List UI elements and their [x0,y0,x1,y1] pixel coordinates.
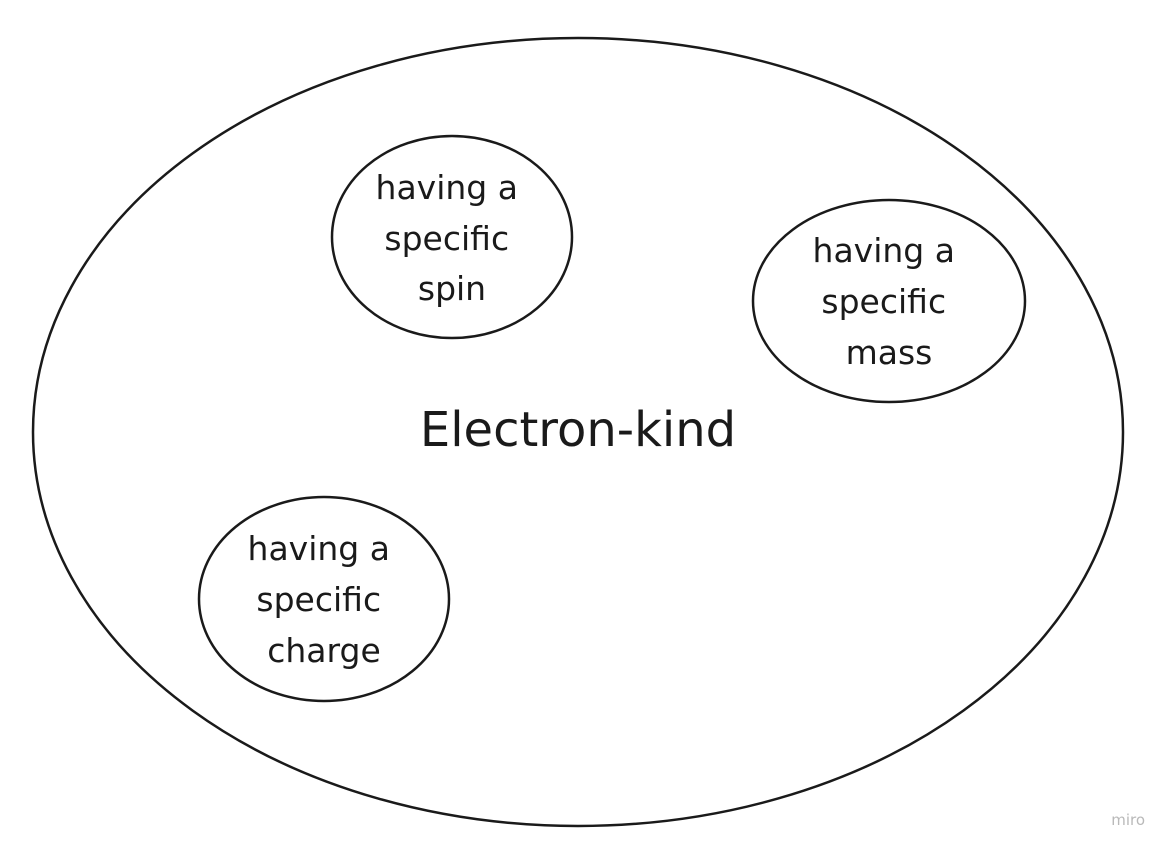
property-label: having a specific mass [813,231,966,372]
property-label: having a specific charge [248,529,401,670]
property-label-line: mass [846,333,933,372]
property-label-line: having a [376,168,518,207]
property-label-line: spin [418,269,486,308]
miro-watermark: miro [1111,811,1145,829]
property-label-line: charge [267,631,381,670]
property-label-line: specific [384,219,509,258]
outer-set-label: Electron-kind [420,402,736,458]
outer-set-ellipse [31,36,1125,828]
property-label-line: having a [813,231,955,270]
property-label-line: having a [248,529,390,568]
property-ellipse [751,198,1027,404]
property-label-line: specific [256,580,381,619]
property-node-charge: having a specific charge [197,495,451,703]
property-ellipse [330,134,574,340]
property-label: having a specific spin [376,168,529,308]
property-label-line: specific [821,282,946,321]
property-node-spin: having a specific spin [330,134,574,340]
property-ellipse [197,495,451,703]
property-node-mass: having a specific mass [751,198,1027,404]
